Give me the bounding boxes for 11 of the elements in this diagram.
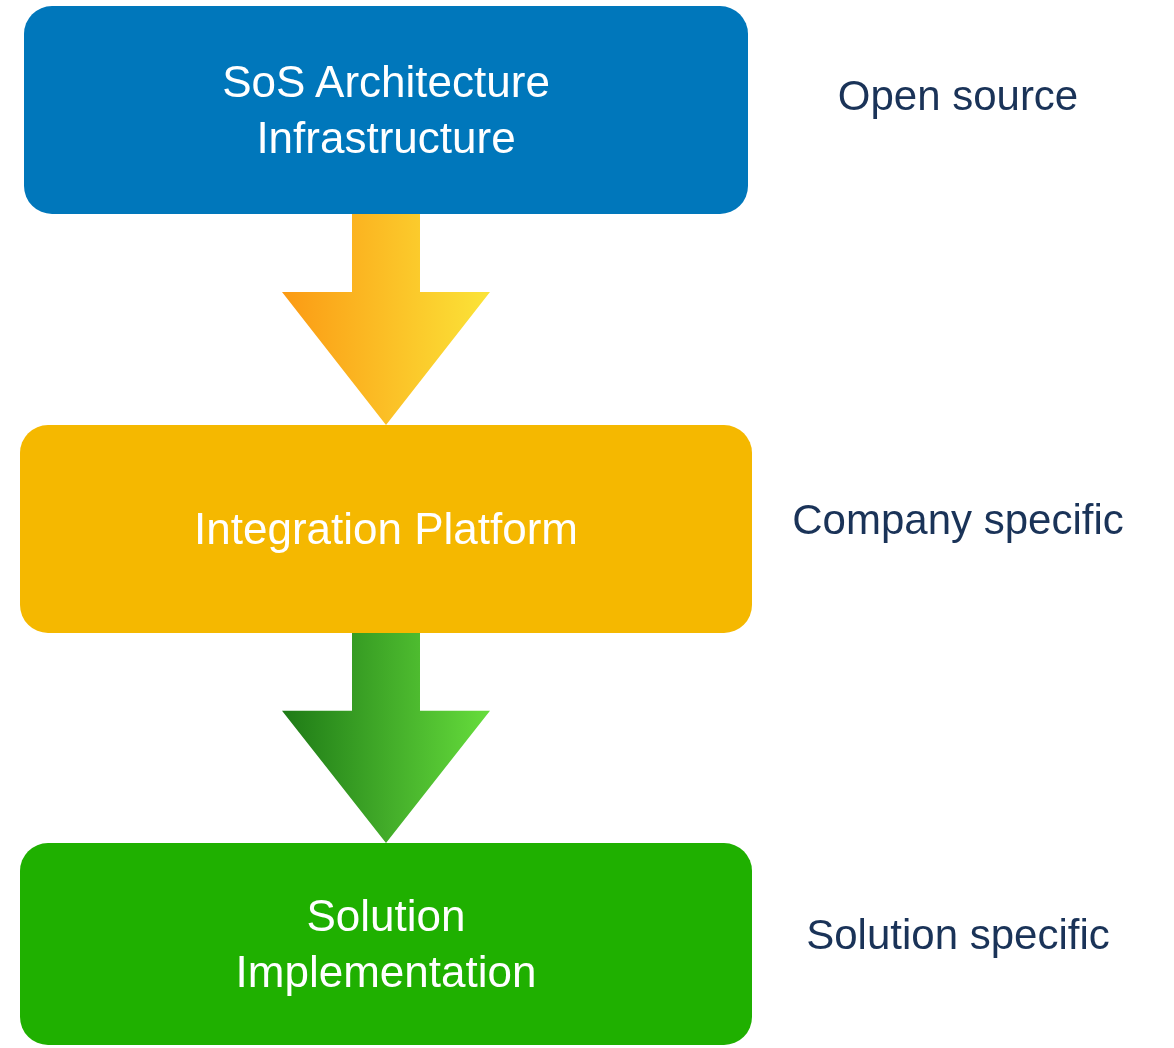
block-arrow <box>282 633 490 843</box>
box-label: Solution Implementation <box>234 890 538 998</box>
side-label: Solution specific <box>805 910 1111 960</box>
block-arrow <box>282 214 490 425</box>
box-label: Integration Platform <box>194 503 578 555</box>
process-box <box>20 843 752 1045</box>
process-box <box>24 6 748 214</box>
process-box <box>20 425 752 633</box>
side-label: Open source <box>836 71 1080 121</box>
side-label: Company specific <box>791 495 1125 545</box>
box-label: SoS Architecture Infrastructure <box>221 56 551 164</box>
